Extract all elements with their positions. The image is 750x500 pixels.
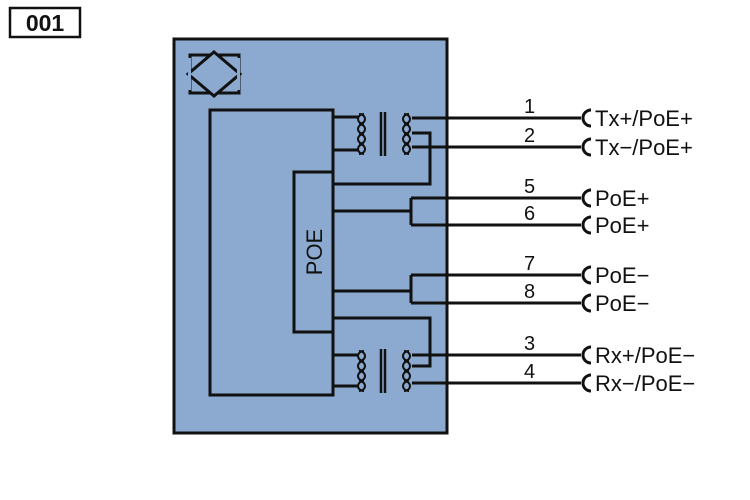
pin-numbers: 1 2 5 6 7 8 3 4 bbox=[524, 96, 535, 383]
poe-block-label: POE bbox=[302, 229, 327, 275]
pin-number: 6 bbox=[524, 203, 535, 225]
transformer-icon bbox=[357, 349, 411, 393]
sensor-symbol-icon bbox=[185, 50, 243, 98]
pin-number: 4 bbox=[524, 361, 535, 383]
pin-number: 8 bbox=[524, 281, 535, 303]
transformer-icon bbox=[357, 112, 411, 156]
pin-label: Rx+/PoE− bbox=[595, 343, 695, 368]
internal-wiring bbox=[333, 115, 581, 388]
pin-number: 1 bbox=[524, 96, 535, 118]
pin-number: 5 bbox=[524, 176, 535, 198]
diagram-id: 001 bbox=[26, 10, 65, 36]
pin-label: PoE− bbox=[595, 263, 649, 288]
connector-terminals bbox=[581, 108, 592, 393]
pin-number: 2 bbox=[524, 125, 535, 147]
pin-label: Rx−/PoE− bbox=[595, 371, 695, 396]
diagram-id-box: 001 bbox=[8, 6, 82, 39]
pin-number: 7 bbox=[524, 253, 535, 275]
pin-labels: Tx+/PoE+ Tx−/PoE+ PoE+ PoE+ PoE− PoE− Rx… bbox=[595, 106, 695, 396]
pin-label: Tx+/PoE+ bbox=[595, 106, 693, 131]
pin-label: PoE− bbox=[595, 291, 649, 316]
pin-number: 3 bbox=[524, 333, 535, 355]
pin-label: PoE+ bbox=[595, 186, 649, 211]
poe-block: POE bbox=[292, 170, 335, 334]
pin-label: PoE+ bbox=[595, 213, 649, 238]
pin-label: Tx−/PoE+ bbox=[595, 135, 693, 160]
